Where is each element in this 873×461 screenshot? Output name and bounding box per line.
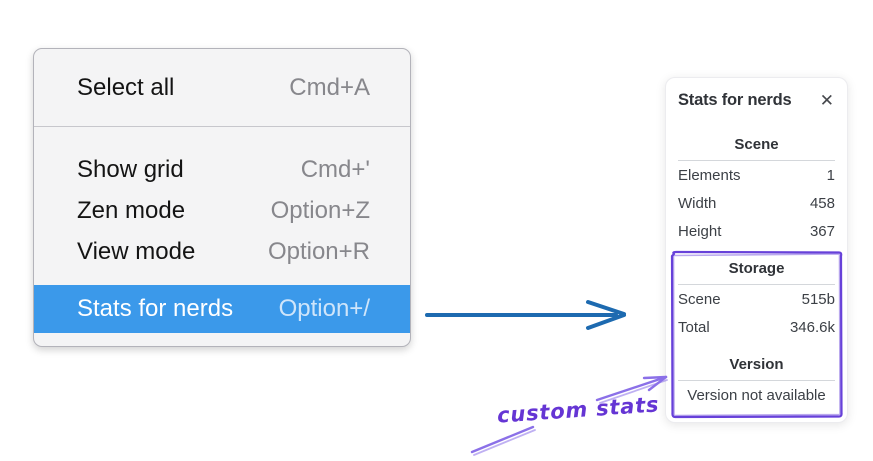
stat-value: 367 xyxy=(809,223,835,240)
menu-item-label: View mode xyxy=(77,237,196,265)
menu-item-shortcut: Cmd+' xyxy=(300,155,370,183)
menu-item-label: Stats for nerds xyxy=(77,295,234,322)
menu-item-shortcut: Cmd+A xyxy=(289,73,370,101)
annotation-arrow-tail-echo xyxy=(473,429,536,456)
stat-value: 515b xyxy=(801,291,835,308)
stat-label: Elements xyxy=(678,167,741,184)
menu-divider xyxy=(34,126,410,127)
stat-label: Scene xyxy=(678,291,721,308)
menu-item-stats-for-nerds[interactable]: Stats for nerds Option+/ xyxy=(34,285,410,333)
menu-item-shortcut: Option+Z xyxy=(270,196,370,224)
menu-item-view-mode[interactable]: View mode Option+R xyxy=(34,231,410,272)
stats-panel: Stats for nerds ✕ Scene Elements 1 Width… xyxy=(665,77,848,423)
stat-value: 346.6k xyxy=(789,319,835,336)
section-scene: Scene Elements 1 Width 458 Height 367 xyxy=(678,136,835,246)
menu-item-select-all[interactable]: Select all Cmd+A xyxy=(34,49,410,126)
stat-value: 458 xyxy=(809,195,835,212)
section-divider xyxy=(678,160,835,161)
stat-label: Total xyxy=(678,319,710,336)
section-header: Storage xyxy=(728,260,785,277)
menu-item-shortcut: Option+/ xyxy=(278,295,370,322)
stat-value: 1 xyxy=(826,167,835,184)
menu-item-label: Select all xyxy=(77,73,175,101)
stat-label: Width xyxy=(678,195,717,212)
menu-item-label: Show grid xyxy=(77,155,184,183)
menu-item-show-grid[interactable]: Show grid Cmd+' xyxy=(34,149,410,190)
context-menu: Select all Cmd+A Show grid Cmd+' Zen mod… xyxy=(33,48,411,347)
section-header: Scene xyxy=(734,136,779,153)
menu-item-label: Zen mode xyxy=(77,196,186,224)
version-note: Version not available xyxy=(687,387,826,404)
stats-panel-title: Stats for nerds xyxy=(678,91,792,109)
menu-item-shortcut: Option+R xyxy=(267,237,370,265)
section-storage: Storage Scene 515b Total 346.6k xyxy=(678,260,835,342)
annotation-arrow-tail xyxy=(470,425,535,454)
stats-panel-header: Stats for nerds ✕ xyxy=(678,91,835,110)
section-divider xyxy=(678,380,835,381)
section-version: Version Version not available xyxy=(678,356,835,409)
annotation-arrowhead xyxy=(647,375,668,392)
menu-item-zen-mode[interactable]: Zen mode Option+Z xyxy=(34,190,410,231)
menu-group: Show grid Cmd+' Zen mode Option+Z View m… xyxy=(34,127,410,333)
stat-row-scene-storage: Scene 515b xyxy=(678,286,835,314)
stat-row-width: Width 458 xyxy=(678,190,835,218)
close-icon[interactable]: ✕ xyxy=(819,91,834,110)
flow-arrow xyxy=(425,300,626,330)
section-divider xyxy=(678,284,835,285)
stat-row-elements: Elements 1 xyxy=(678,162,835,190)
stat-row-height: Height 367 xyxy=(678,218,835,246)
annotation-label: custom stats xyxy=(496,392,661,428)
stat-label: Height xyxy=(678,223,722,240)
stat-row-total-storage: Total 346.6k xyxy=(678,314,835,342)
annotation-arrowhead xyxy=(642,375,668,380)
section-header: Version xyxy=(729,356,784,373)
